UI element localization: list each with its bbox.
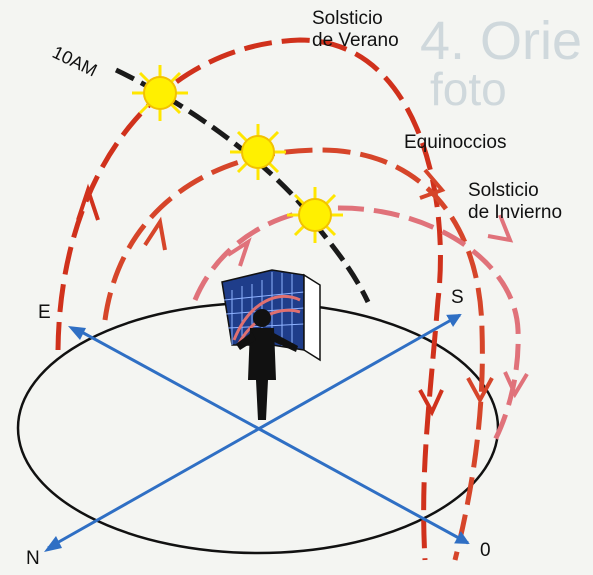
winter-solstice-path: [192, 205, 521, 442]
arrow-icon: [418, 389, 444, 417]
arrow-icon: [503, 371, 529, 399]
axis-east-west: [77, 328, 470, 545]
summer-solstice-path: [55, 37, 443, 561]
background-text: 4. Orie: [420, 11, 583, 71]
sun-icon: [287, 187, 343, 243]
arrowhead-east: [68, 326, 86, 340]
west-label: 0: [480, 540, 491, 561]
north-label: N: [26, 548, 40, 569]
arrowhead-north: [44, 536, 62, 552]
summer-solstice-label: Solsticio de Verano: [312, 8, 399, 52]
arrow-icon: [226, 237, 252, 267]
south-label: S: [451, 287, 464, 308]
arrow-icon: [419, 168, 446, 200]
sun-path-chart-icon: [221, 269, 321, 362]
east-label: E: [38, 302, 51, 323]
axis-north-south: [47, 313, 462, 550]
winter-solstice-label-line2: de Invierno: [468, 202, 563, 223]
path-arrows: [76, 168, 529, 417]
sun-icon: [230, 124, 286, 180]
arrow-icon: [487, 214, 514, 243]
background-text: foto: [430, 63, 507, 115]
arrow-icon: [143, 216, 167, 251]
arrow-icon: [466, 377, 494, 405]
summer-solstice-label-line2: de Verano: [312, 30, 399, 51]
summer-solstice-label-line1: Solsticio: [312, 8, 383, 29]
arrow-icon: [76, 183, 100, 221]
person-icon: [236, 309, 298, 420]
winter-solstice-label: Solsticio de Invierno: [468, 180, 562, 224]
equinox-label: Equinoccios: [404, 132, 507, 153]
sun-icon: [132, 65, 188, 121]
winter-solstice-label-line1: Solsticio: [468, 180, 539, 201]
equinox-path: [102, 147, 485, 561]
